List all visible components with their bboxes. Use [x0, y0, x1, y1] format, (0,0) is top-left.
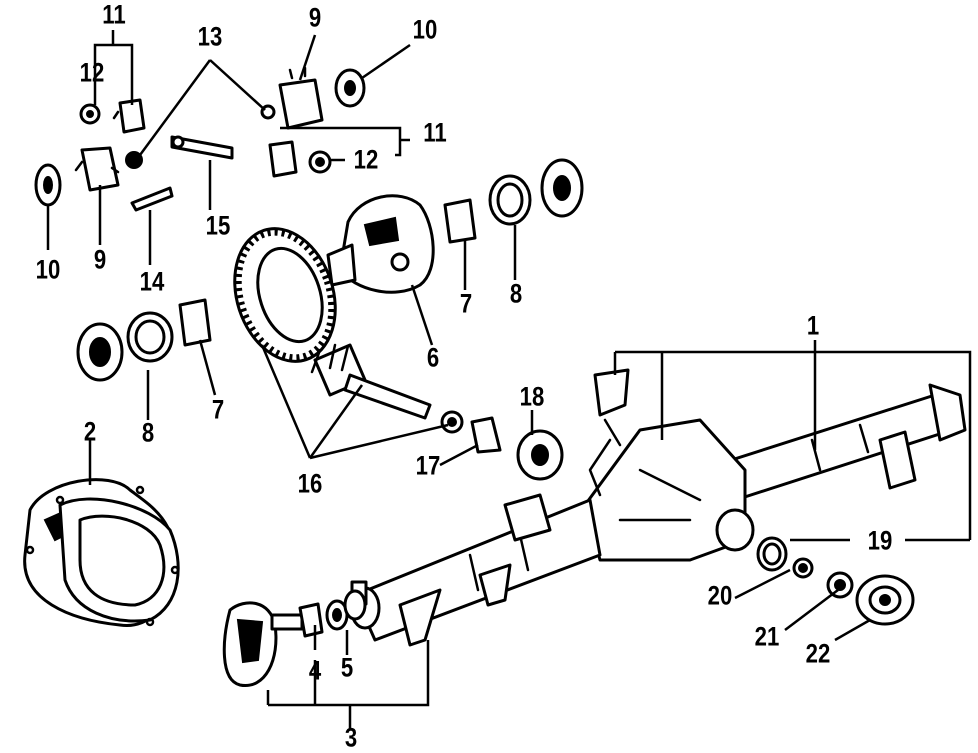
callout-19: 19: [867, 525, 893, 556]
axle-bearing: [298, 602, 324, 638]
callout-12-left: 12: [79, 57, 105, 88]
pinion-yoke-flange: [855, 574, 915, 626]
callout-3: 3: [344, 722, 358, 753]
side-gear-top: [278, 66, 324, 130]
callout-12-right: 12: [353, 144, 379, 175]
pinion-washer-top: [308, 150, 332, 174]
callout-20: 20: [707, 580, 733, 611]
callout-1: 1: [806, 310, 820, 341]
pinion-seal: [516, 429, 564, 481]
leader-lines: [46, 30, 972, 730]
callout-9-top: 9: [308, 2, 322, 33]
callout-16: 16: [297, 468, 323, 499]
pinion-nut: [826, 571, 854, 599]
bearing-race-left: [126, 311, 174, 363]
callout-6: 6: [426, 342, 440, 373]
callout-8-left: 8: [141, 417, 155, 448]
differential-cover: [23, 478, 180, 628]
callout-5: 5: [340, 652, 354, 683]
lock-pin-left: [125, 151, 143, 169]
callout-14: 14: [139, 266, 165, 297]
callout-2: 2: [83, 416, 97, 447]
callout-8-right: 8: [509, 278, 523, 309]
crush-sleeve: [792, 557, 814, 579]
ring-gear: [233, 227, 337, 363]
axle-shaft-assembly: [222, 601, 304, 687]
shim-right: [540, 158, 584, 218]
pinion-shaft: [170, 135, 234, 160]
pinion-gear-small-top: [268, 140, 298, 178]
callout-17: 17: [415, 450, 441, 481]
callout-21: 21: [754, 621, 780, 652]
bearing-race-right: [488, 174, 532, 226]
callout-15: 15: [205, 210, 231, 241]
callout-22: 22: [805, 638, 831, 669]
carrier-bearing-right: [443, 198, 477, 244]
cross-shaft-bolt: [130, 186, 174, 212]
callout-9-left: 9: [93, 244, 107, 275]
pinion-gear: [310, 343, 432, 420]
shim-left: [76, 322, 124, 382]
pinion-bearing-and-nut: [440, 410, 502, 454]
pinion-gear-small-left: [112, 98, 146, 134]
callout-13: 13: [197, 21, 223, 52]
callout-7-left: 7: [211, 394, 225, 425]
callout-18: 18: [519, 381, 545, 412]
carrier-case: [326, 194, 435, 294]
axle-housing: [349, 368, 967, 647]
axle-seal: [325, 589, 367, 631]
callout-10-left: 10: [35, 254, 61, 285]
pinion-bearing-race: [756, 536, 788, 572]
callout-10-top: 10: [412, 14, 438, 45]
thrust-washer-top: [334, 68, 366, 108]
callout-11-right: 11: [423, 117, 447, 148]
callout-7-right: 7: [459, 288, 473, 319]
side-gear-left: [74, 146, 120, 192]
pinion-washer-left: [79, 103, 101, 125]
thrust-washer-left: [34, 163, 62, 207]
callout-4: 4: [308, 655, 322, 686]
carrier-bearing-left: [178, 298, 212, 347]
callout-11-left: 11: [102, 0, 126, 30]
